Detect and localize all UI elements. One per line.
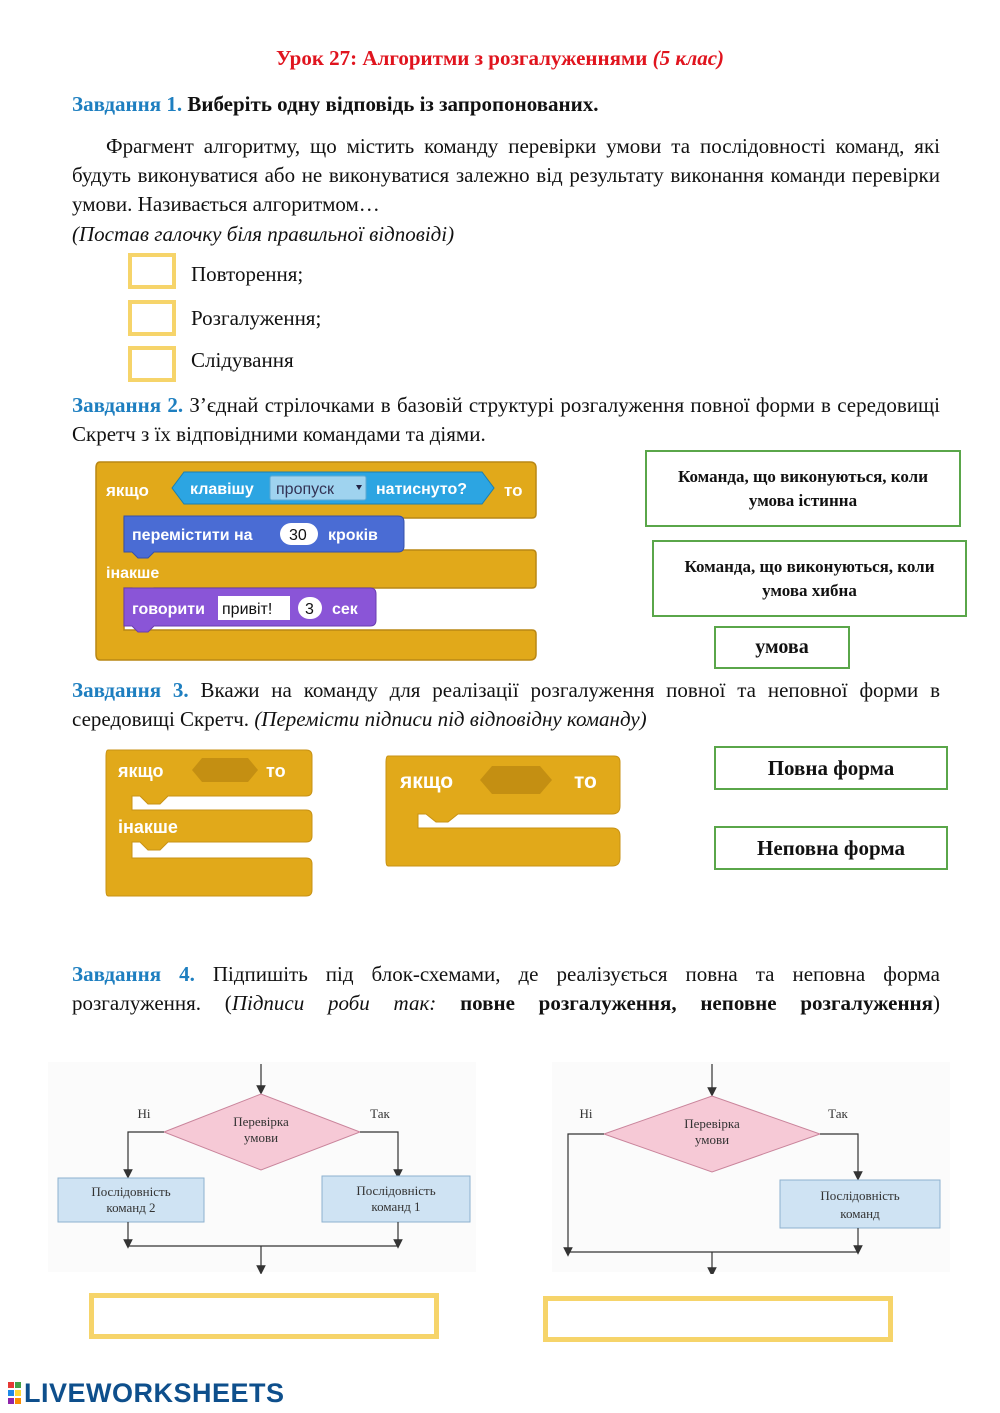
- task2-instruction: З’єднай стрілочками в базовій структурі …: [72, 393, 940, 446]
- flowchart-short-branch: Перевірка умови Ні Так Послідовність ком…: [552, 1062, 950, 1274]
- answer-input-flowchart-2[interactable]: [543, 1296, 893, 1342]
- task3-text: Завдання 3. Вкажи на команду для реаліза…: [72, 676, 940, 734]
- no2-branch-line: [563, 1133, 604, 1257]
- condition-line2: умови: [244, 1130, 278, 1145]
- short-form-block[interactable]: [385, 755, 621, 867]
- task4-text-b: ): [933, 991, 941, 1015]
- flowchart-short-background: [552, 1062, 950, 1272]
- say-secs-value: 3: [305, 601, 314, 618]
- commands-1-box: [321, 1175, 471, 1223]
- condition2-line1: Перевірка: [684, 1116, 740, 1131]
- task2-text: Завдання 2. З’єднай стрілочками в базові…: [72, 391, 940, 449]
- option-checkbox-1[interactable]: [128, 253, 176, 289]
- scratch-if-empty: якщо то: [385, 755, 621, 867]
- scratch-secs-label: сек: [332, 601, 359, 618]
- left-box-line1: Послідовність: [91, 1184, 170, 1199]
- task3-instruction: Вкажи на команду для реалізації розгалуж…: [72, 678, 941, 731]
- scratch-if-label: якщо: [105, 481, 149, 500]
- task4-hint: Підписи роби так:: [231, 991, 437, 1015]
- say-text-value: привіт!: [222, 601, 272, 618]
- scratch-then-label: то: [504, 481, 523, 500]
- task3-hint: (Перемісти підписи під відповідну команд…: [254, 707, 647, 731]
- lesson-title-grade: (5 клас): [652, 46, 725, 70]
- task4-line1: Завдання 4. Підпишіть під блок-схемами, …: [72, 960, 940, 1018]
- option-checkbox-2[interactable]: [128, 300, 176, 336]
- say-secs-input[interactable]: [298, 597, 322, 619]
- scratch-pressed-label: натиснуто?: [376, 481, 467, 498]
- scratch-steps-label: кроків: [328, 527, 378, 544]
- answer-input-flowchart-1[interactable]: [89, 1293, 439, 1339]
- task1-hint: (Постав галочку біля правильної відповід…: [72, 222, 455, 246]
- lesson-title-main: Урок 27: Алгоритми з розгалуженнями: [275, 46, 648, 70]
- answer-condition[interactable]: умова: [714, 626, 850, 669]
- left-box-line2: команд 2: [106, 1200, 155, 1215]
- short-then-label: то: [574, 770, 597, 793]
- full-then-label: то: [266, 761, 286, 781]
- condition-line1: Перевірка: [233, 1114, 289, 1129]
- scratch-say-label: говорити: [132, 601, 205, 618]
- commands-2-box: [57, 1177, 205, 1223]
- key-dropdown[interactable]: [269, 475, 367, 501]
- commands-box: [779, 1179, 941, 1229]
- task1-label: Завдання 1.: [72, 92, 183, 116]
- option-label-2: Розгалуження;: [191, 306, 322, 330]
- short-condition-slot[interactable]: [480, 766, 552, 794]
- full-if-label: якщо: [117, 761, 163, 781]
- scratch-move-label: перемістити на: [132, 527, 253, 544]
- no-branch-line: [123, 1131, 164, 1179]
- logo-mark-icon: [8, 1380, 22, 1404]
- task1-instruction: Виберіть одну відповідь із запропоновани…: [187, 92, 599, 116]
- scratch-key-label: клавішу: [190, 481, 254, 498]
- right-box-line2: команд 1: [371, 1199, 420, 1214]
- scratch-else-label: інакше: [106, 565, 159, 582]
- answer-false-command[interactable]: Команда, що виконуються, коли умова хибн…: [652, 540, 967, 617]
- option-label-3: Слідування: [191, 348, 294, 372]
- scratch-if-else-script: якщо клавішу пропуск натиснуто? то перем…: [95, 461, 537, 661]
- answer-short-form[interactable]: Неповна форма: [714, 826, 948, 870]
- lesson-title: Урок 27: Алгоритми з розгалуженнями (5 к…: [0, 46, 1000, 71]
- option-checkbox-3[interactable]: [128, 346, 176, 382]
- task3-label: Завдання 3.: [72, 678, 189, 702]
- box2-line1: Послідовність: [820, 1188, 899, 1203]
- yes-label: Так: [370, 1106, 390, 1121]
- condition2-line2: умови: [695, 1132, 729, 1147]
- box2-line2: команд: [840, 1206, 880, 1221]
- full-condition-slot[interactable]: [192, 758, 258, 782]
- scratch-if-else-empty: якщо то інакше: [105, 749, 313, 897]
- yes2-branch-line: [820, 1133, 863, 1181]
- chevron-down-icon: [356, 485, 362, 490]
- task1-body: Фрагмент алгоритму, що містить команду п…: [72, 134, 940, 216]
- flowchart-full-branch: Перевірка умови Ні Так Послідовність ком…: [48, 1062, 476, 1274]
- key-dropdown-value: пропуск: [276, 481, 335, 498]
- if-else-block[interactable]: [95, 461, 537, 661]
- yes-branch-line: [360, 1131, 403, 1179]
- task4-answers-example: повне розгалуження, неповне розгалуження: [460, 991, 934, 1015]
- move-steps-value: 30: [289, 527, 307, 544]
- option-label-1: Повторення;: [191, 262, 304, 286]
- answer-full-form[interactable]: Повна форма: [714, 746, 948, 790]
- task2-label: Завдання 2.: [72, 393, 184, 417]
- move-steps-block[interactable]: [123, 515, 405, 559]
- move-steps-input[interactable]: [280, 523, 318, 545]
- no2-label: Ні: [580, 1106, 593, 1121]
- say-text-input[interactable]: [218, 596, 290, 620]
- yes2-label: Так: [828, 1106, 848, 1121]
- task4-label: Завдання 4.: [72, 962, 195, 986]
- full-else-label: інакше: [118, 817, 178, 837]
- liveworksheets-logo: LIVEWORKSHEETS: [8, 1378, 285, 1409]
- right-box-line1: Послідовність: [356, 1183, 435, 1198]
- full-form-block[interactable]: [105, 749, 313, 897]
- no-label: Ні: [138, 1106, 151, 1121]
- task1-heading: Завдання 1. Виберіть одну відповідь із з…: [72, 90, 942, 119]
- task4-text-a: Підпишіть під блок-схемами, де реалізуєт…: [72, 962, 940, 1015]
- answer-true-command[interactable]: Команда, що виконуються, коли умова істи…: [645, 450, 961, 527]
- logo-text: LIVEWORKSHEETS: [24, 1378, 285, 1408]
- short-if-label: якщо: [399, 770, 453, 793]
